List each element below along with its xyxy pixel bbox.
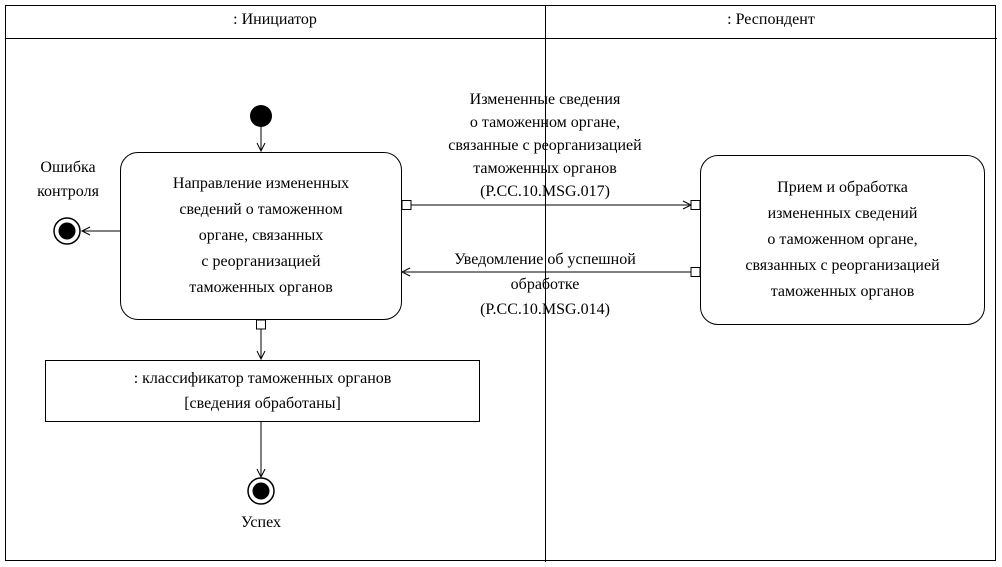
flow-initial-to-activity (256, 127, 266, 153)
message-request-line: таможенных органов (473, 160, 617, 177)
lane-divider (545, 5, 546, 562)
flow-response-message (400, 267, 691, 277)
pin-request-initiator (401, 200, 412, 210)
object-node-classifier: : классификатор таможенных органов [свед… (45, 360, 480, 422)
pin-activity-bottom (256, 319, 266, 330)
object-node-text-line: : классификатор таможенных органов (133, 370, 392, 387)
activity-text-line: Направление измененных (172, 175, 350, 192)
error-label-line: контроля (37, 183, 99, 200)
activity-text-line: Прием и обработка (777, 179, 908, 196)
success-label: Успех (241, 514, 281, 531)
activity-text-line: с реорганизацией (201, 253, 321, 270)
final-node-success (247, 477, 275, 505)
flow-activity-to-object (256, 329, 266, 361)
message-response-label: Уведомление об успешной обработке (P.CC.… (395, 247, 695, 322)
error-label: Ошибка контроля (18, 156, 118, 204)
activity-initiator: Направление измененных сведений о таможе… (120, 152, 402, 320)
activity-text-line: таможенных органов (770, 283, 915, 300)
message-response-line: Уведомление об успешной (454, 251, 636, 268)
flow-object-to-final (256, 422, 266, 479)
activity-text-line: сведений о таможенном (179, 201, 343, 218)
message-response-line: обработке (510, 276, 580, 293)
activity-text-line: органе, связанных (198, 227, 324, 244)
diagram-border (5, 5, 996, 561)
activity-text-line: измененных сведений (767, 205, 918, 222)
message-request-line: Измененные сведения (469, 91, 621, 108)
message-request-label: Измененные сведения о таможенном органе,… (395, 88, 695, 203)
final-node-error (53, 217, 81, 245)
lane-header-separator (5, 38, 997, 39)
flow-activity-to-error (80, 226, 120, 236)
message-response-line: (P.CC.10.MSG.014) (480, 301, 610, 318)
activity-text-line: связанных с реорганизацией (745, 257, 940, 274)
message-request-line: связанные с реорганизацией (448, 137, 642, 154)
message-request-line: (P.CC.10.MSG.017) (480, 183, 610, 200)
object-node-text-line: [сведения обработаны] (184, 395, 341, 412)
initial-node (250, 105, 272, 127)
error-label-line: Ошибка (40, 159, 96, 176)
lane-header-initiator: : Инициатор (233, 11, 317, 28)
message-request-line: о таможенном органе, (469, 114, 621, 131)
lane-header-respondent: : Респондент (727, 11, 815, 28)
activity-respondent: Прием и обработка измененных сведений о … (700, 155, 985, 325)
activity-text-line: таможенных органов (189, 279, 333, 296)
activity-text-line: о таможенном органе, (767, 231, 918, 248)
